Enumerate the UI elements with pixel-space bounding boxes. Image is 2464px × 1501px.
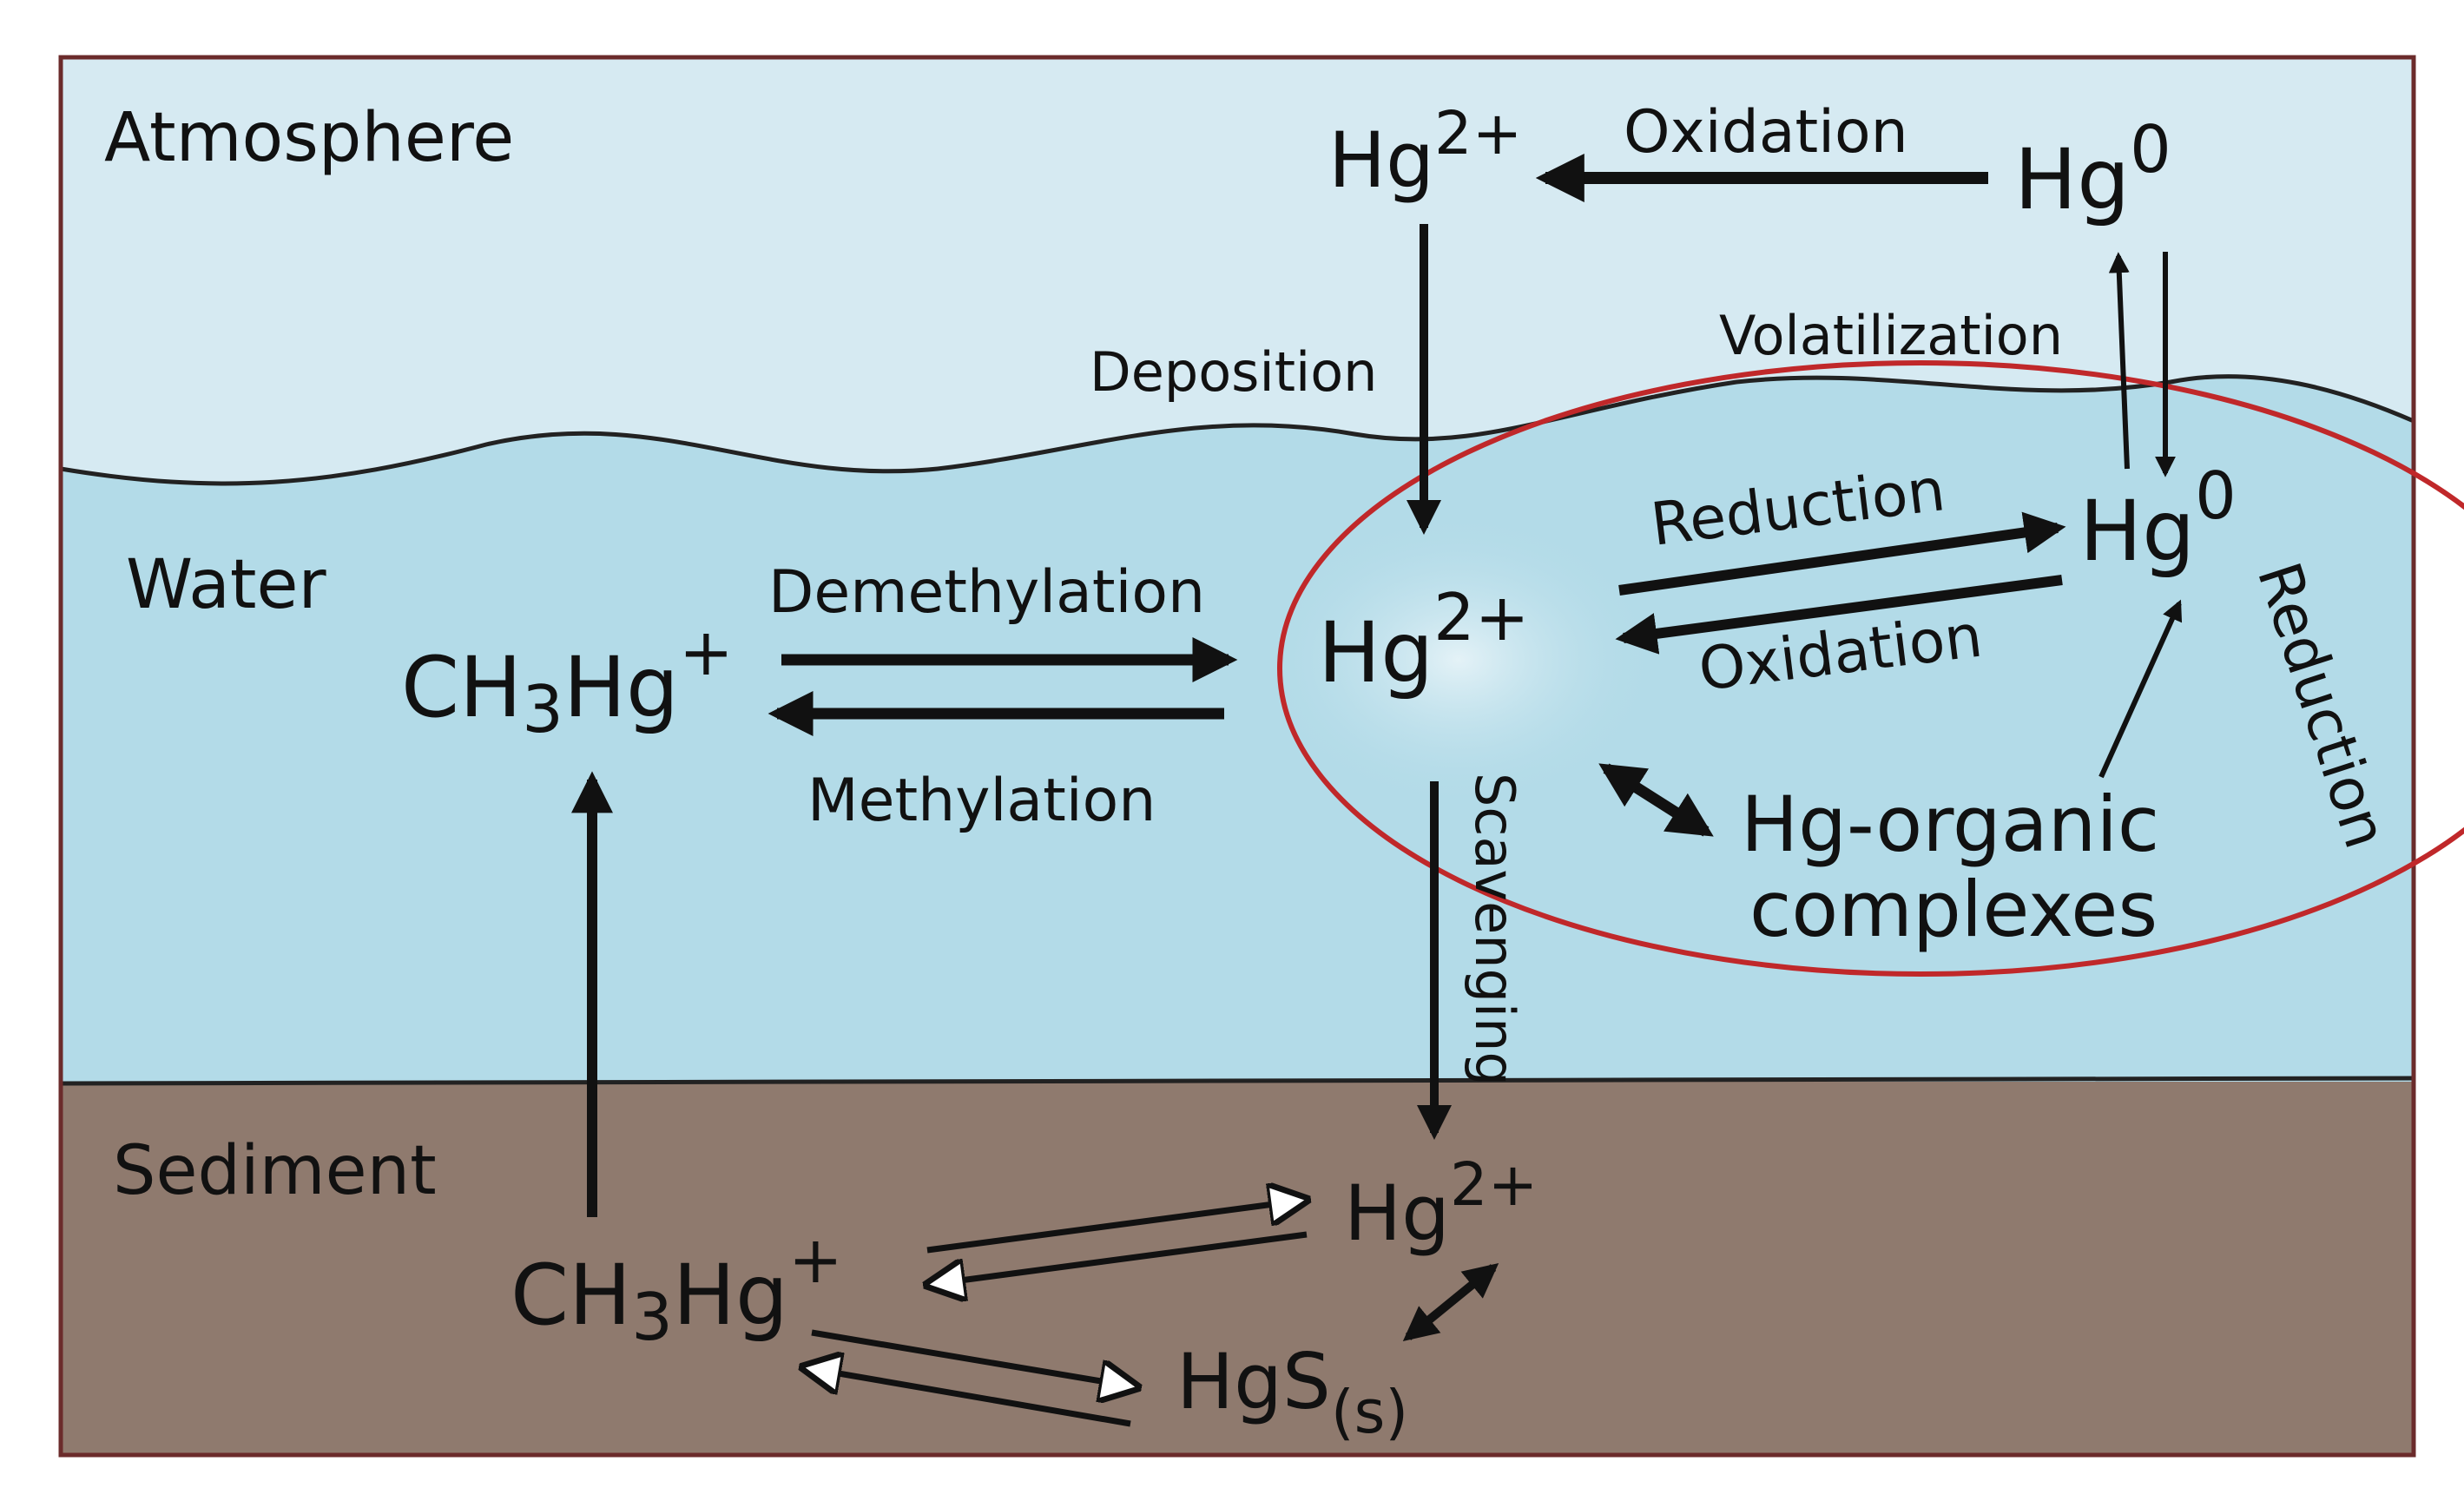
sed-ch3hg-to-hg2-arrow [926,1200,1307,1254]
water-oxidation-arrow [1615,575,2063,655]
methylation-label: Methylation [807,767,1156,835]
hg-organic-label-line2: complexes [1749,865,2158,954]
scavenging-label: Scavenging [1463,773,1526,1086]
water-surface-line [60,374,2415,486]
hg-organic-label-line1: Hg-organic [1741,780,2159,869]
volatilization-up-arrow [2108,252,2130,470]
atm-hg0-label: Hg0 [2014,112,2171,228]
water-ch3hg-label: CH3Hg+ [401,615,734,747]
highlight-ellipse [1277,360,2464,977]
sed-hg2-hgs-arrow [1402,1262,1499,1342]
water-hg2-label: Hg2+ [1318,580,1529,701]
water-reduction-arrow [1618,511,2066,596]
sed-hg2-to-ch3hg-arrow [927,1231,1308,1285]
water-hg0-label: Hg0 [2079,458,2237,580]
zone-label-water: Water [126,546,327,624]
hg2-organic-arrow [1598,763,1714,837]
volatilization-label: Volatilization [1719,304,2063,367]
water-layer [61,376,2414,1085]
sed-hg2-label: Hg2+ [1344,1150,1538,1258]
diagram-border [58,55,2416,1458]
sed-hgs-to-ch3hg-arrow [803,1367,1131,1427]
atm-oxidation-label: Oxidation [1624,98,1908,167]
atm-hg2-label: Hg2+ [1328,99,1522,205]
sed-ch3hg-label: CH3Hg+ [511,1222,843,1355]
zone-label-atmosphere: Atmosphere [104,99,514,177]
demethylation-label: Demethylation [768,558,1205,627]
sed-hgs-label: HgS(s) [1176,1337,1408,1447]
organic-reduction-arrow [2098,599,2183,779]
hg2-glow [1259,512,1658,807]
zone-label-sediment: Sediment [113,1132,437,1210]
sed-ch3hg-to-hgs-arrow [811,1329,1137,1387]
deposition-label: Deposition [1090,340,1377,404]
sediment-layer [61,1082,2414,1455]
